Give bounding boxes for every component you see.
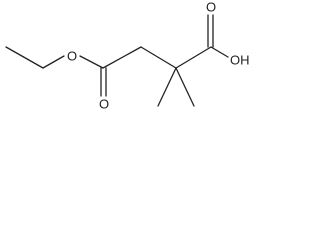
bond-quaternary-c-methyl-right [175,67,195,107]
acid-carbonyl-oxygen-label: O [206,0,216,14]
acid-hydroxyl-label: OH [230,52,250,67]
ester-carbonyl-oxygen-label: O [99,96,109,111]
structural-formula: O O O OH [5,0,250,111]
bond-carbonyl-c-ch2 [102,46,142,69]
bond-ch2-quaternary-c [140,46,177,69]
bonds [5,14,229,107]
bond-ch2-o-ester [42,55,65,69]
atom-labels: O O O OH [67,0,250,111]
bond-quaternary-c-methyl-left [157,67,177,107]
ester-ether-oxygen-label: O [67,48,77,63]
bond-ch3-ch2 [5,46,44,69]
bond-quaternary-c-acid-c [175,46,212,69]
bond-o-ester-carbonyl-c [79,55,104,69]
bond-acid-c-oh [210,46,229,58]
molecule-canvas: O O O OH [0,0,264,118]
